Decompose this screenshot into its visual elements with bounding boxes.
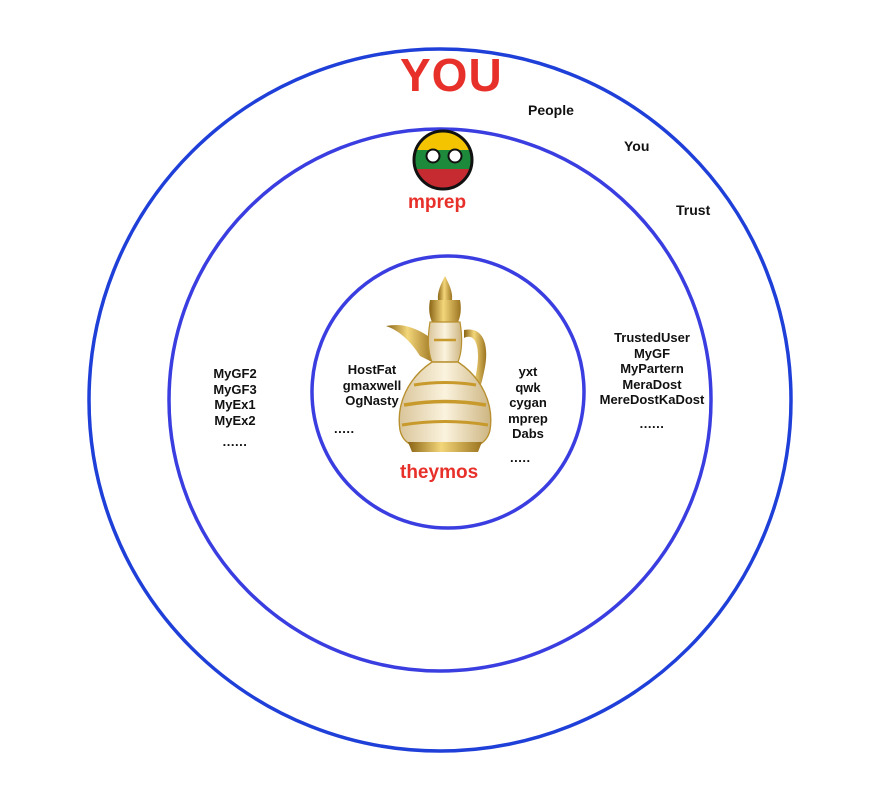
inner-right-list: yxt qwk cygan mprep Dabs .....	[500, 364, 556, 465]
middle-right-list: TrustedUser MyGF MyPartern MeraDost Mere…	[596, 330, 708, 431]
list-item: MyEx2	[214, 412, 256, 428]
inner-right-more: .....	[510, 449, 531, 465]
list-item: qwk	[515, 379, 541, 395]
caption-word-trust: Trust	[676, 202, 711, 218]
list-item: MyPartern	[620, 361, 684, 376]
outer-ring	[87, 47, 793, 753]
list-item: TrustedUser	[614, 330, 690, 345]
list-item: MyGF2	[213, 366, 257, 381]
top-title: YOU	[400, 49, 503, 101]
list-item: gmaxwell	[342, 377, 402, 393]
list-item: MyGF	[633, 345, 671, 361]
dallah-coffee-pot-icon	[386, 276, 492, 452]
middle-left-more: ......	[222, 434, 248, 449]
caption-word-you: You	[624, 138, 650, 154]
list-item: OgNasty	[345, 393, 399, 408]
inner-ring	[310, 254, 586, 530]
list-item: MyGF3	[213, 381, 257, 397]
list-item: mprep	[508, 410, 548, 426]
middle-right-more: ......	[639, 415, 665, 431]
middle-ring-name: mprep	[408, 192, 467, 213]
list-item: yxt	[518, 364, 538, 379]
list-item: cygan	[509, 395, 547, 410]
list-item: Dabs	[512, 426, 544, 441]
middle-ring	[167, 127, 713, 673]
list-item: MyEx1	[214, 397, 256, 412]
middle-left-list: MyGF2 MyGF3 MyEx1 MyEx2 ......	[205, 366, 265, 450]
list-item: HostFat	[347, 362, 397, 377]
lithuania-countryball-icon	[412, 129, 474, 191]
inner-left-list: HostFat gmaxwell OgNasty .....	[334, 362, 410, 436]
inner-left-more: .....	[334, 420, 355, 436]
list-item: MeraDost	[622, 376, 682, 392]
caption-word-people: People	[528, 102, 574, 118]
inner-ring-name: theymos	[400, 462, 479, 483]
list-item: MereDostKaDost	[599, 392, 705, 407]
